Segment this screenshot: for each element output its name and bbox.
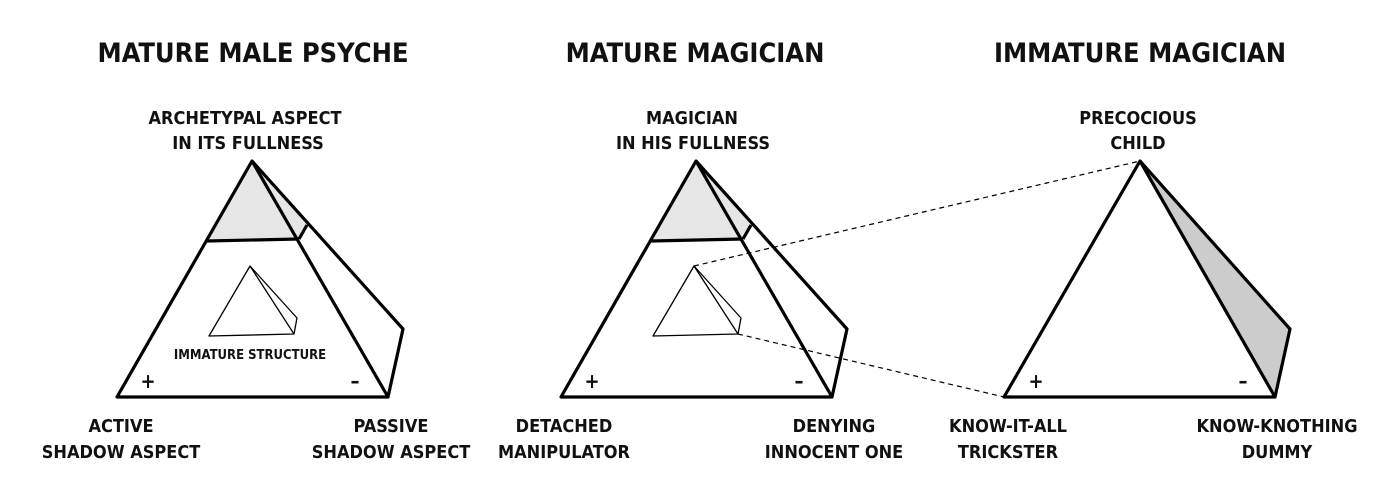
right-label-line2: DUMMY <box>1242 442 1313 463</box>
right-label-line1: PASSIVE <box>354 416 429 437</box>
plus-sign: + <box>140 369 155 393</box>
panel-title: MATURE MAGICIAN <box>566 38 825 69</box>
left-label-line1: ACTIVE <box>88 416 153 437</box>
apex-label-line2: IN ITS FULLNESS <box>172 133 324 154</box>
plus-sign: + <box>1028 369 1043 393</box>
panel-mature-magician: MATURE MAGICIAN MAGICIAN IN HIS FULLNESS… <box>498 38 903 463</box>
passive-side-face <box>1140 161 1290 397</box>
left-label-line1: KNOW-IT-ALL <box>949 416 1067 437</box>
right-label-line1: KNOW-KNOTHING <box>1197 416 1358 437</box>
inner-immature-pyramid <box>652 265 742 337</box>
left-label-line2: MANIPULATOR <box>498 442 631 463</box>
left-label-line2: SHADOW ASPECT <box>42 442 201 463</box>
fullness-side-region <box>252 161 307 239</box>
panel-mature-male-psyche: MATURE MALE PSYCHE ARCHETYPAL ASPECT IN … <box>42 38 471 463</box>
immature-structure-pyramid <box>208 265 298 337</box>
left-label-line2: TRICKSTER <box>958 442 1059 463</box>
minus-sign: – <box>1239 369 1248 393</box>
left-label-line1: DETACHED <box>516 416 613 437</box>
plus-sign: + <box>584 369 599 393</box>
fullness-side-region <box>696 161 751 239</box>
apex-label-line1: MAGICIAN <box>646 108 738 129</box>
apex-label-line1: PRECOCIOUS <box>1079 108 1197 129</box>
pyramid-outline <box>559 159 849 399</box>
pyramid-outline <box>1002 159 1292 399</box>
right-label-line1: DENYING <box>793 416 876 437</box>
minus-sign: – <box>795 369 804 393</box>
projection-line-base <box>737 333 1005 398</box>
immature-structure-label: IMMATURE STRUCTURE <box>174 348 326 363</box>
apex-label-line2: CHILD <box>1110 133 1165 154</box>
projection-line-apex <box>693 160 1141 267</box>
fullness-region <box>207 161 299 241</box>
pyramid-outline <box>115 159 405 399</box>
panel-title: MATURE MALE PSYCHE <box>97 38 408 69</box>
minus-sign: – <box>351 369 360 393</box>
apex-label-line2: IN HIS FULLNESS <box>616 133 770 154</box>
right-label-line2: INNOCENT ONE <box>765 442 903 463</box>
panel-title: IMMATURE MAGICIAN <box>994 38 1286 69</box>
right-label-line2: SHADOW ASPECT <box>312 442 471 463</box>
panel-immature-magician: IMMATURE MAGICIAN PRECOCIOUS CHILD + – K… <box>949 38 1357 463</box>
fullness-region <box>651 161 743 241</box>
projection-lines <box>693 160 1141 398</box>
apex-label-line1: ARCHETYPAL ASPECT <box>148 108 341 129</box>
